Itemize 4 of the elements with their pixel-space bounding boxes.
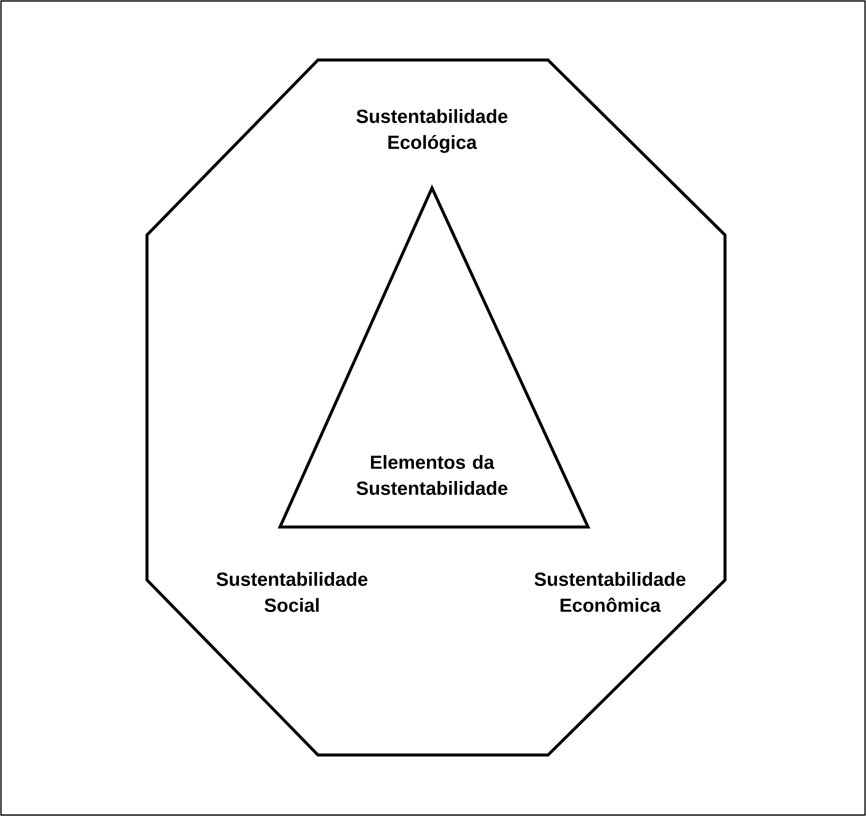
pillar-label: Sustentabilidade Ecológica (356, 109, 508, 153)
pillar-label: Sustentabilidade Econômica (534, 572, 686, 612)
center-label: Elementos da Sustentabilidade (356, 455, 508, 495)
pillar-label: Sustentabilidade Social (216, 572, 368, 612)
